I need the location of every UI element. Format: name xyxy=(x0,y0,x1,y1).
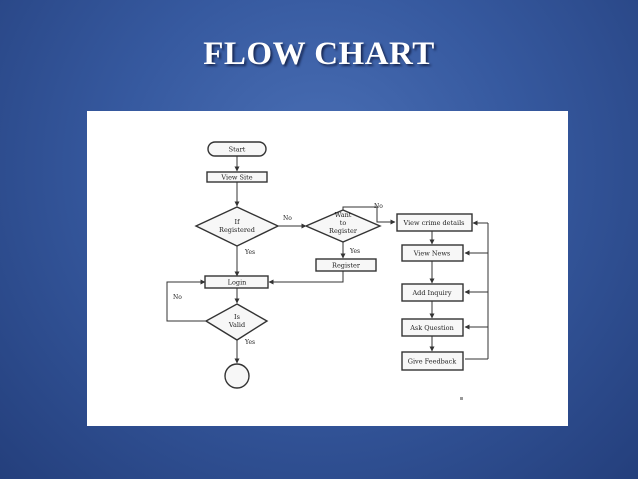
label-want-yes: Yes xyxy=(349,248,360,255)
label-registered-yes: Yes xyxy=(244,249,255,256)
svg-text:Login: Login xyxy=(228,279,247,287)
label-registered-no: No xyxy=(283,215,292,222)
node-view-site: View Site xyxy=(206,171,268,183)
node-login: Login xyxy=(204,275,269,289)
label-want-no: No xyxy=(374,203,383,210)
node-if-registered: If Registered xyxy=(194,206,280,247)
node-is-valid: Is Valid xyxy=(204,303,269,341)
node-end xyxy=(224,363,250,389)
svg-text:to: to xyxy=(340,219,347,227)
svg-text:Add Inquiry: Add Inquiry xyxy=(411,289,451,297)
svg-text:Register: Register xyxy=(332,262,361,270)
flowchart-diagram: Start View Site If Registered Want to Re… xyxy=(166,141,489,400)
node-add-inquiry: Add Inquiry xyxy=(401,283,464,302)
svg-text:View Site: View Site xyxy=(220,174,252,182)
svg-text:Register: Register xyxy=(329,227,358,235)
svg-text:Want: Want xyxy=(335,211,352,219)
node-view-news: View News xyxy=(401,244,464,262)
node-view-crime-details: View crime details xyxy=(396,213,473,232)
svg-text:Registered: Registered xyxy=(219,226,255,234)
node-give-feedback: Give Feedback xyxy=(401,351,464,371)
label-valid-yes: Yes xyxy=(244,339,255,346)
svg-text:Give Feedback: Give Feedback xyxy=(408,358,457,366)
node-ask-question: Ask Question xyxy=(401,318,464,337)
node-want-to-register: Want to Register xyxy=(304,209,382,243)
flowchart-panel: Start View Site If Registered Want to Re… xyxy=(87,111,568,426)
node-register: Register xyxy=(315,258,377,272)
page-dot xyxy=(460,397,463,400)
svg-text:Valid: Valid xyxy=(228,321,245,329)
svg-text:If: If xyxy=(235,218,241,226)
svg-text:View News: View News xyxy=(413,250,451,258)
svg-text:Is: Is xyxy=(234,313,240,321)
edge-register-login xyxy=(268,271,344,285)
node-start: Start xyxy=(207,141,267,157)
svg-text:Start: Start xyxy=(229,146,246,154)
svg-text:Ask Question: Ask Question xyxy=(409,324,454,332)
edge-want-crime xyxy=(342,206,396,225)
label-valid-no: No xyxy=(173,294,182,301)
svg-text:View crime details: View crime details xyxy=(402,219,464,227)
slide-title: FLOW CHART xyxy=(203,36,435,72)
edge-valid-login-loop xyxy=(166,279,206,322)
